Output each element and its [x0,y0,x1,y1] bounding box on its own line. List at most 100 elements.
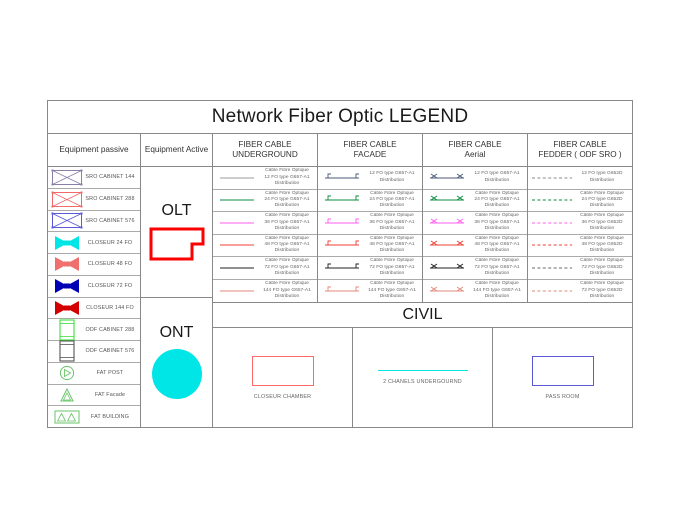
civil-item[interactable]: PASS ROOM [493,328,632,427]
fat-post-icon [59,366,75,381]
cable-description-line: 24 FO type G657-A1 [369,197,415,203]
cable-description-line: 72 FO type G657-A1 [474,264,520,270]
cable-description-line: 48 FO type G652D [581,242,623,248]
passive-equipment-item[interactable]: FAT BUILDING [48,406,140,427]
cable-description-line: Distribution [589,225,615,231]
fat-building-icon [54,410,80,424]
cable-sample-hooked-icon [325,195,359,201]
cable-sample-poled-icon [430,286,464,292]
civil-item-label: CLOSEUR CHAMBER [253,393,312,400]
cable-description-line: Câble Fibre Optique [265,235,309,241]
header-label: Equipment passive [59,144,129,154]
cabinet-x-icon [51,212,83,229]
civil-heading: CIVIL [402,306,443,323]
passive-equipment-item[interactable]: CLOSEUR 24 FO [48,232,140,254]
cable-sample-poled-icon [430,195,464,201]
civil-item[interactable]: 2 CHANELS UNDERGOURND [353,328,493,427]
cable-description-line: 72 FO type G657-A1 [369,264,415,270]
closure-bowtie-icon [55,235,79,250]
cable-sample-solid-icon [220,267,254,269]
passive-equipment-item[interactable]: ODF CABINET 288 [48,319,140,341]
cable-description-line: Distribution [274,293,300,299]
active-item-olt[interactable]: OLT [141,167,212,298]
cable-description-line: 12 FO type G657-A1 [474,171,520,177]
header-label: Equipment Active [144,144,209,154]
passive-equipment-item[interactable]: CLOSEUR 48 FO [48,254,140,276]
passive-equipment-item[interactable]: SRO CABINET 288 [48,189,140,211]
cable-line-sample [425,216,469,230]
header-cell-fedder: FIBER CABLE FEDDER ( ODF SRO ) [528,134,632,167]
cable-sample-dashed-icon [532,199,572,201]
legend-title-row: Network Fiber Optic LEGEND [48,101,632,134]
active-item-ont[interactable]: ONT [141,298,212,428]
ont-circle-icon [151,349,202,400]
cable-description-line: Câble Fibre Optique [580,235,624,241]
passive-equipment-item[interactable]: SRO CABINET 576 [48,211,140,233]
cable-description-line: Câble Fibre Optique [370,190,414,196]
cable-sample-solid-icon [220,222,254,224]
cable-sample-hooked-icon [325,263,359,269]
passive-equipment-label: SRO CABINET 576 [85,217,135,224]
header-line2: FACADE [353,150,387,159]
passive-equipment-item[interactable]: CLOSEUR 144 FO [48,298,140,320]
cable-line-sample [320,216,364,230]
closure-bowtie-icon [51,300,83,316]
cable-description-line: 12 FO type G657-A1 [369,171,415,177]
cable-sample-dashed-icon [532,244,572,246]
cable-description-line: Distribution [589,270,615,276]
cable-description-line: Câble Fibre Optique [475,190,519,196]
civil-item[interactable]: CLOSEUR CHAMBER [213,328,353,427]
passive-equipment-item[interactable]: SRO CABINET 144 [48,167,140,189]
cable-description-line: Câble Fibre Optique [265,213,309,219]
cable-description-line: Câble Fibre Optique [475,281,519,287]
passive-equipment-item[interactable]: CLOSEUR 72 FO [48,276,140,298]
cable-line-sample [320,284,364,298]
passive-equipment-item[interactable]: ODF CABINET 576 [48,340,140,363]
passive-equipment-label: FAT Facade [94,391,126,398]
passive-equipment-item[interactable]: FAT POST [48,363,140,385]
header-line1: FIBER CABLE [553,139,607,149]
header-fiber-fedder: FIBER CABLE FEDDER ( ODF SRO ) [528,134,632,167]
cable-line-sample [320,261,364,275]
civil-item-label: 2 CHANELS UNDERGOURND [383,379,462,385]
cable-description-line: Distribution [274,180,300,186]
cable-line-sample [425,261,469,275]
closure-bowtie-icon [51,235,83,251]
passive-equipment-item[interactable]: FAT Facade [48,385,140,407]
line-icon [377,370,468,371]
cable-sample-dashed-icon [532,267,572,269]
